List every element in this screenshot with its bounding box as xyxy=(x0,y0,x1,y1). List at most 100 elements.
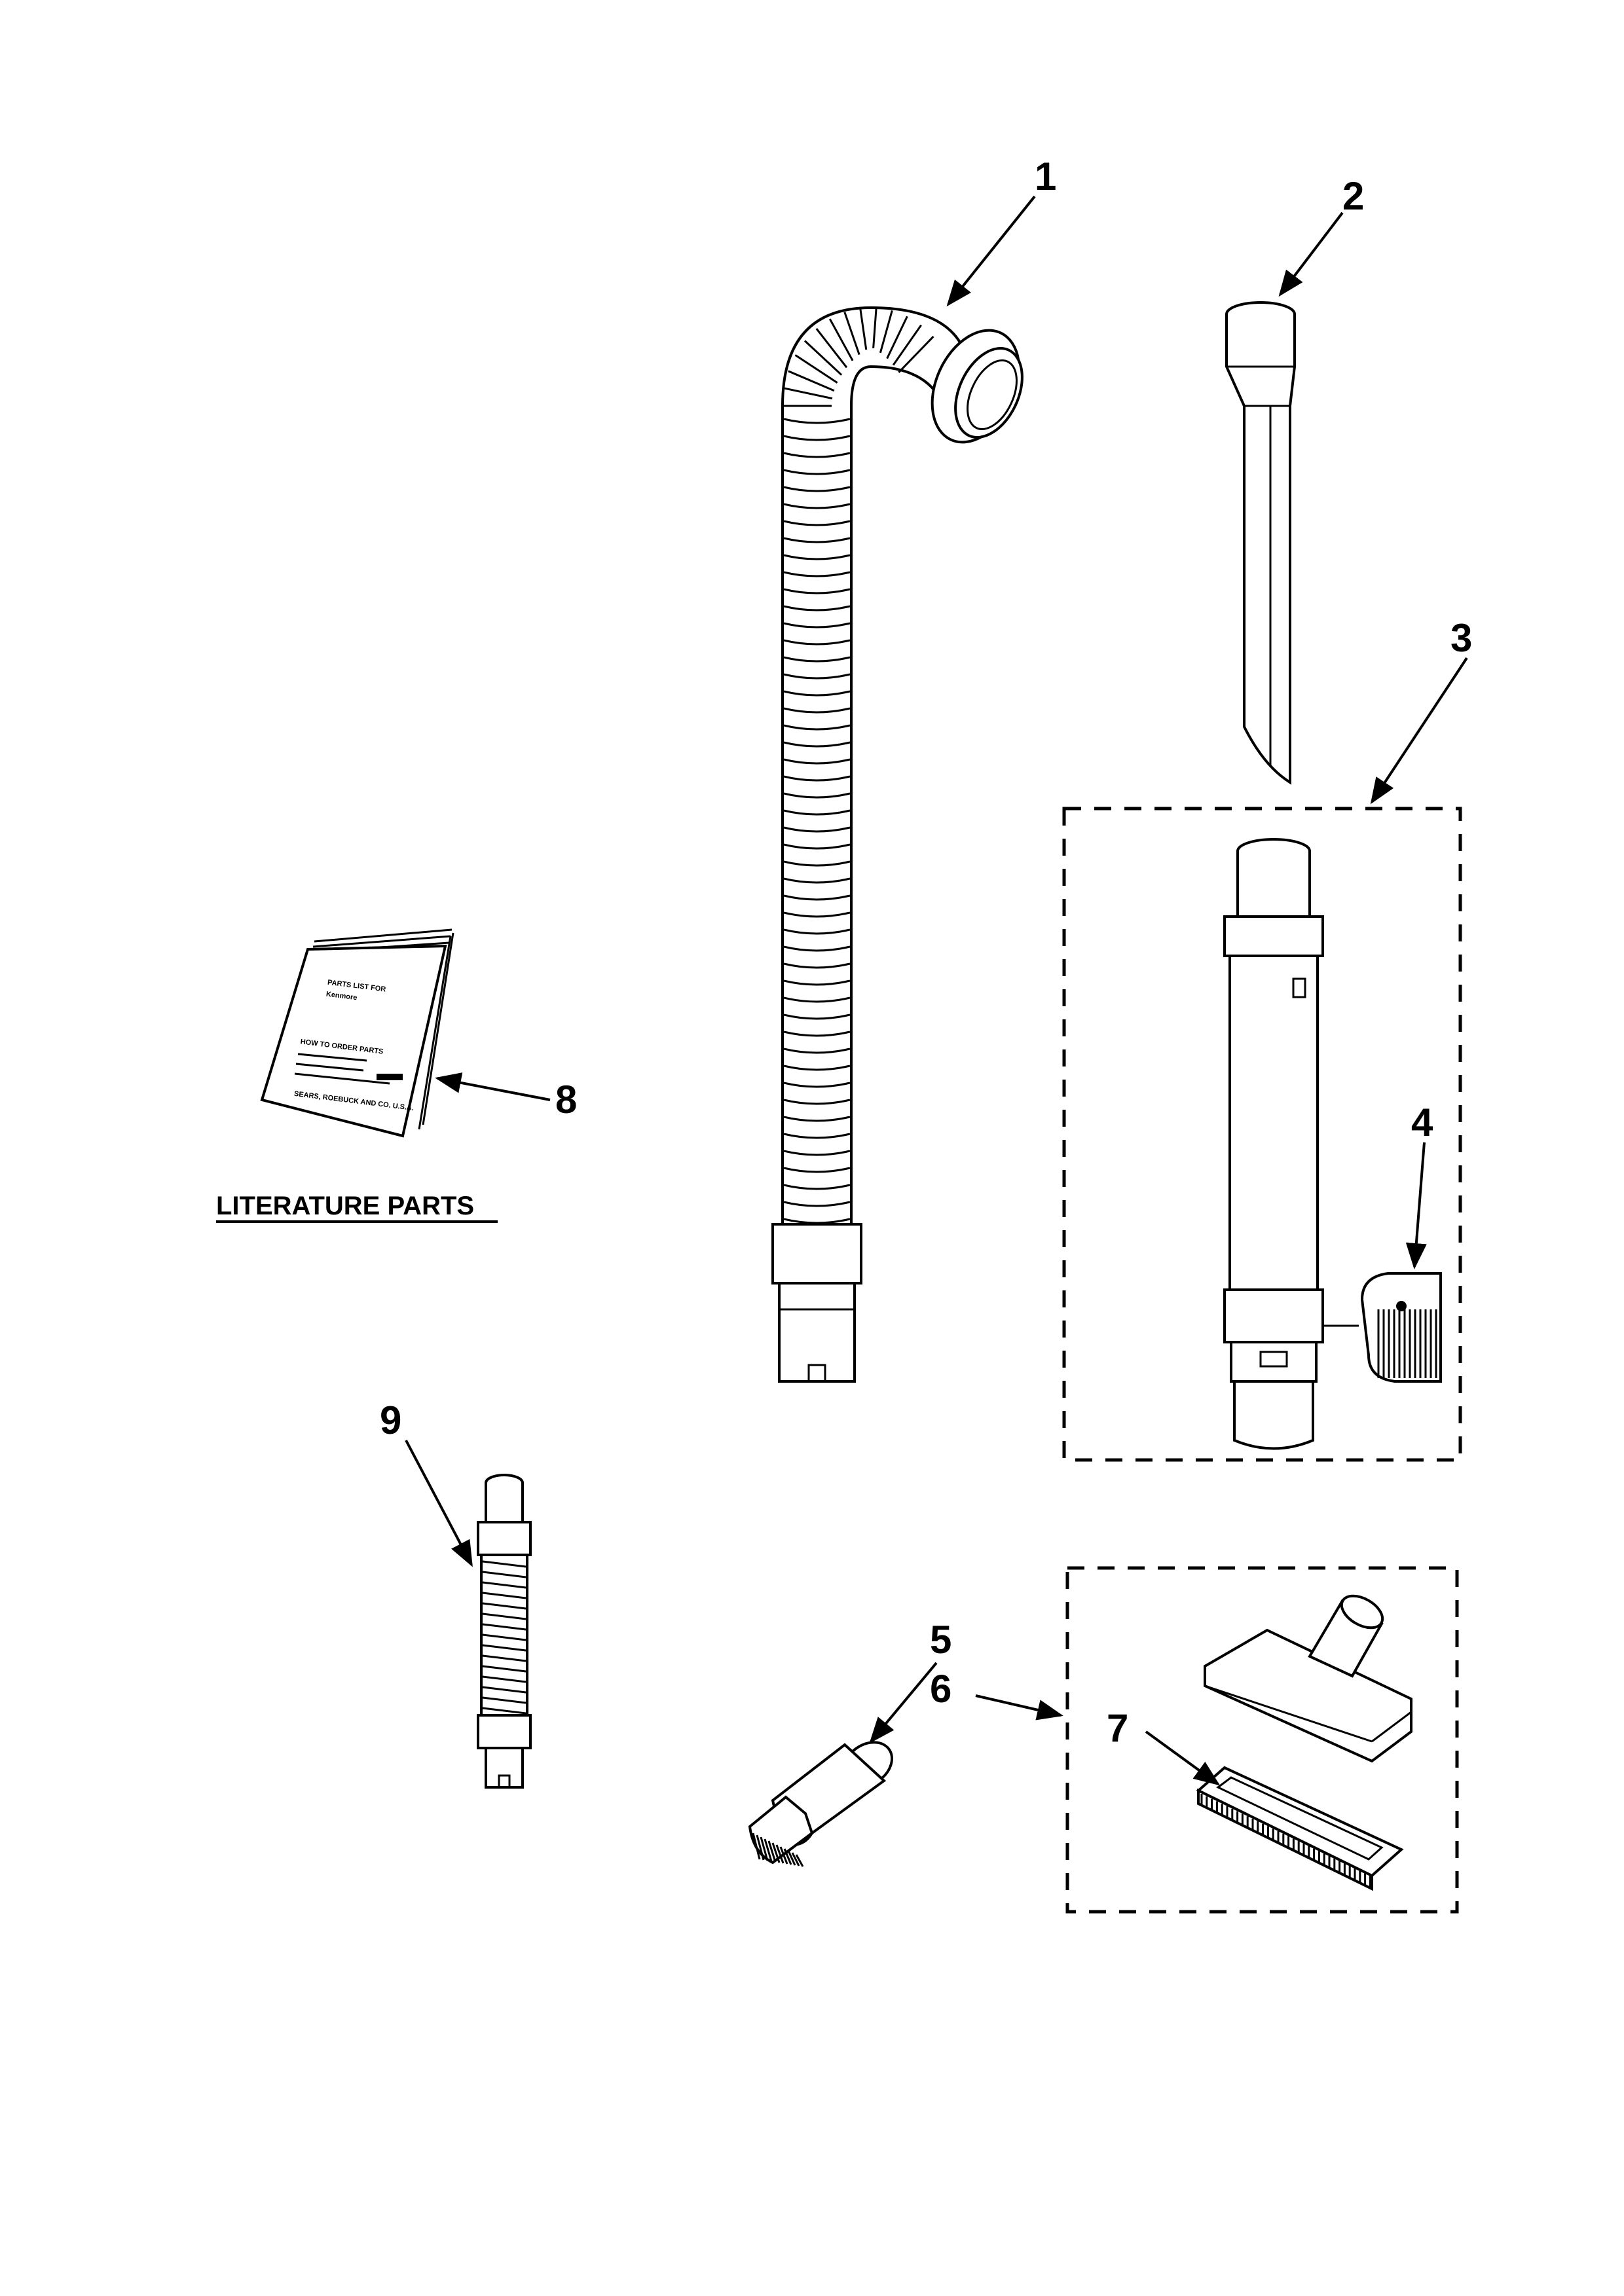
callout-8: 8 xyxy=(555,1078,577,1121)
texture-line xyxy=(779,1846,788,1865)
hose-rib xyxy=(783,996,851,1003)
literature-parts-title: LITERATURE PARTS xyxy=(216,1192,474,1220)
texture-line xyxy=(482,1592,526,1599)
hose-rib xyxy=(783,1099,851,1105)
booklet-brand: Kenmore xyxy=(325,991,358,1002)
leader-9 xyxy=(405,1440,473,1567)
texture-line xyxy=(872,308,877,349)
hose-rib xyxy=(783,537,851,543)
leader-8 xyxy=(435,1072,551,1101)
hose-rib xyxy=(783,605,851,611)
hose-rib xyxy=(783,1184,851,1190)
texture-line xyxy=(756,1834,765,1861)
hose-rib xyxy=(783,741,851,748)
part-4-clip xyxy=(1323,1272,1442,1383)
hose-end-fitting xyxy=(931,329,1024,444)
leader-2 xyxy=(1278,211,1344,297)
texture-line xyxy=(828,318,854,361)
hose-rib xyxy=(783,622,851,629)
texture-line xyxy=(898,335,934,373)
leader-lines xyxy=(405,195,1468,1786)
hose-rib xyxy=(783,469,851,475)
leader-5 xyxy=(869,1662,938,1744)
part-8-literature-booklet: PARTS LIST FOR Kenmore HOW TO ORDER PART… xyxy=(260,928,454,1138)
hose-rib xyxy=(783,826,851,833)
texture-line xyxy=(482,1581,526,1589)
texture-line xyxy=(752,1832,761,1860)
texture-line xyxy=(803,340,843,376)
hose-rib xyxy=(783,1167,851,1173)
hose-rib xyxy=(783,792,851,799)
texture-line xyxy=(879,310,893,354)
hose-rib xyxy=(783,860,851,867)
part-7-brush-insert xyxy=(1196,1766,1404,1891)
hose-rib xyxy=(783,486,851,492)
hose-rib xyxy=(783,928,851,935)
hose-rib xyxy=(783,1116,851,1122)
hose-rib xyxy=(783,843,851,850)
texture-line xyxy=(815,328,848,369)
hose-rib xyxy=(783,894,851,901)
hose-rib xyxy=(783,690,851,697)
hose-rib xyxy=(783,503,851,509)
group-box-6 xyxy=(1065,1566,1459,1914)
texture-line xyxy=(760,1836,769,1861)
callout-3: 3 xyxy=(1450,616,1472,660)
brush-bristles xyxy=(752,1832,804,1867)
hose-rib xyxy=(783,673,851,680)
texture-line xyxy=(482,1654,526,1662)
part-3-extension-wand xyxy=(1223,838,1324,1450)
texture-line xyxy=(482,1696,526,1704)
hose-rib xyxy=(783,758,851,765)
texture-line xyxy=(482,1613,526,1620)
hose-rib xyxy=(783,571,851,577)
callout-7: 7 xyxy=(1107,1706,1128,1750)
callout-5: 5 xyxy=(930,1618,951,1662)
texture-line xyxy=(795,1854,804,1867)
brush-bristles xyxy=(1200,1794,1371,1888)
hose-rib xyxy=(783,554,851,560)
texture-line xyxy=(764,1838,773,1862)
texture-line xyxy=(787,1850,796,1866)
leader-7 xyxy=(1145,1730,1221,1786)
texture-line xyxy=(843,312,860,355)
clip-teeth xyxy=(1377,1309,1437,1378)
hose-rib xyxy=(783,1133,851,1139)
hose-rib xyxy=(783,656,851,663)
texture-line xyxy=(859,308,868,350)
hose-rib xyxy=(783,520,851,526)
hose-rib xyxy=(783,707,851,714)
part-2-crevice-tool xyxy=(1225,301,1296,785)
hose-rib xyxy=(783,945,851,952)
hose-rib xyxy=(783,877,851,884)
hose-rib xyxy=(783,435,851,441)
hose-ribs xyxy=(783,308,934,1224)
hose-rib xyxy=(783,1150,851,1156)
texture-line xyxy=(482,1686,526,1694)
hose-rib xyxy=(783,1030,851,1037)
hose-rib xyxy=(783,452,851,458)
hose-rib xyxy=(783,809,851,816)
texture-line xyxy=(767,1840,777,1863)
texture-line xyxy=(482,1675,526,1683)
part-6-floor-tool xyxy=(1204,1594,1412,1763)
texture-line xyxy=(794,354,838,384)
texture-line xyxy=(783,387,833,400)
hose-rib xyxy=(783,1013,851,1020)
texture-line xyxy=(771,1842,781,1863)
hose-rib xyxy=(783,1082,851,1088)
texture-line xyxy=(482,1665,526,1673)
callout-6: 6 xyxy=(930,1667,951,1711)
part-5-dusting-brush xyxy=(748,1741,894,1867)
texture-line xyxy=(783,1848,792,1865)
callout-9: 9 xyxy=(380,1398,401,1442)
coupler-ribs xyxy=(482,1560,526,1715)
hose-rib xyxy=(783,1201,851,1207)
hose-rib xyxy=(783,775,851,782)
hose-rib xyxy=(783,724,851,731)
leader-3 xyxy=(1370,657,1468,805)
group-box-3 xyxy=(1062,807,1462,1462)
hose-bottom-cuff xyxy=(771,1223,862,1383)
texture-line xyxy=(788,370,835,392)
texture-line xyxy=(482,1644,526,1652)
